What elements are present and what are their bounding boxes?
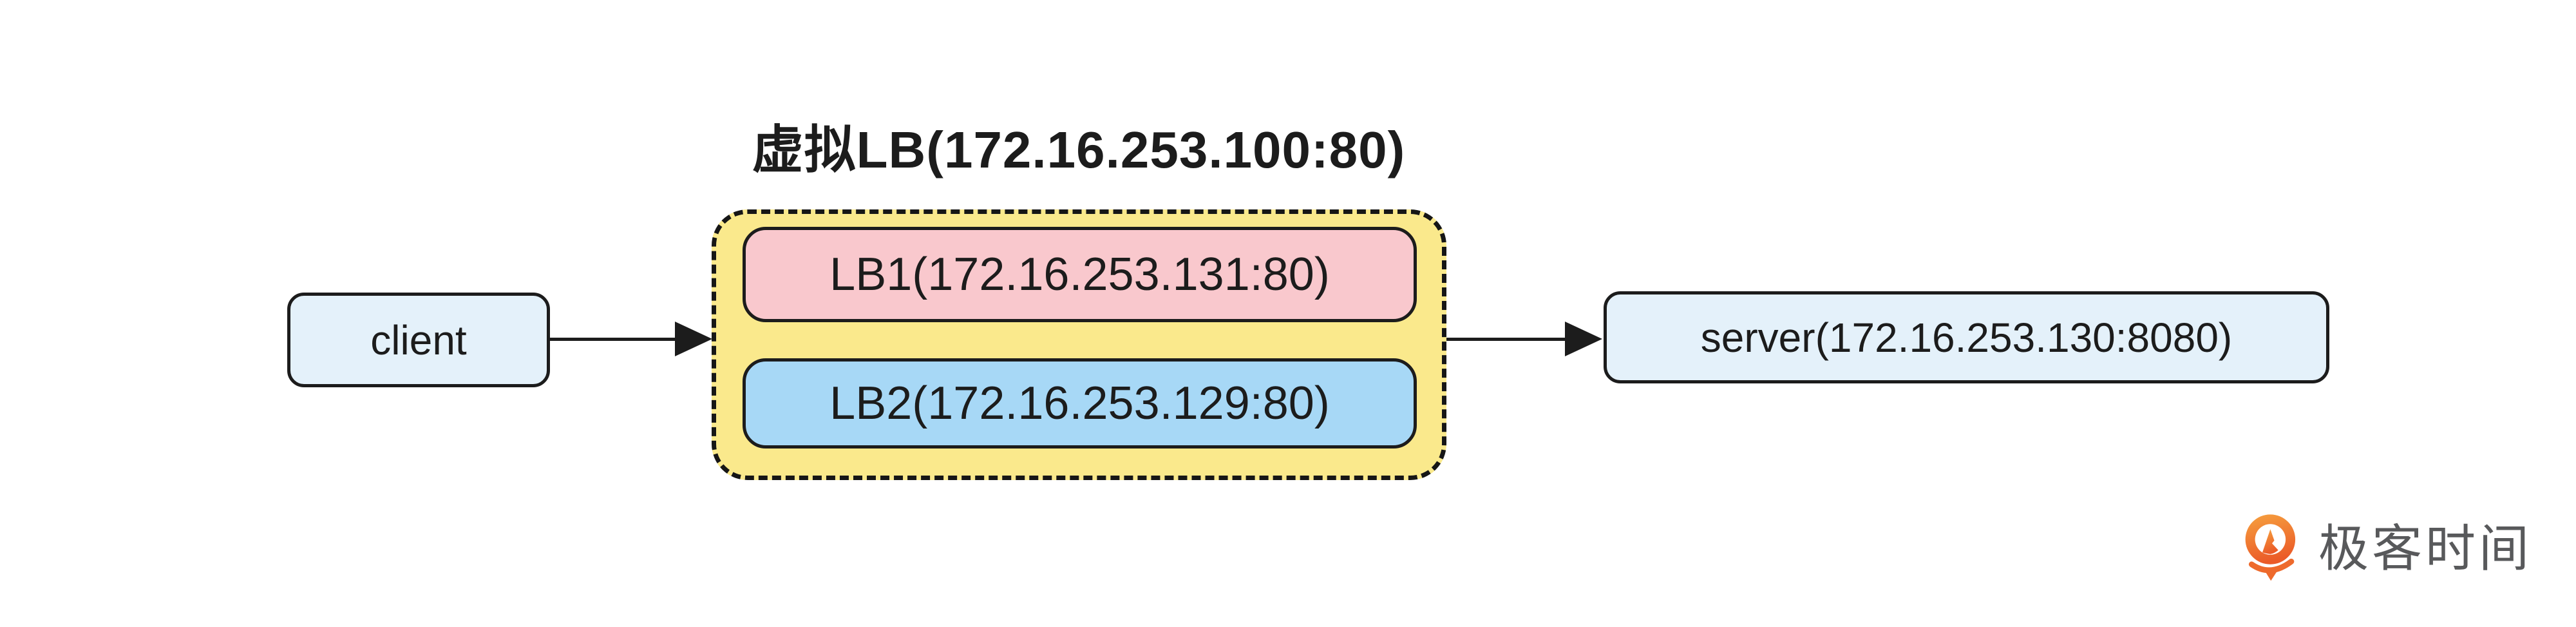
client-node: client: [287, 293, 550, 387]
client-label: client: [370, 316, 467, 363]
server-label: server(172.16.253.130:8080): [1700, 314, 2233, 361]
arrowhead-into-server-icon: [1565, 322, 1602, 356]
geektime-logo-text: 极客时间: [2318, 520, 2533, 577]
arrowhead-into-lb-icon: [675, 322, 712, 356]
lb2-node: LB2(172.16.253.129:80): [743, 358, 1417, 449]
edge-lb-to-server: [1446, 338, 1566, 341]
geektime-logo: 极客时间: [2244, 510, 2532, 590]
server-node: server(172.16.253.130:8080): [1604, 291, 2329, 383]
lb2-label: LB2(172.16.253.129:80): [829, 378, 1330, 429]
lb1-node: LB1(172.16.253.131:80): [743, 227, 1417, 322]
geektime-pin-icon: [2244, 514, 2300, 588]
lb1-label: LB1(172.16.253.131:80): [829, 249, 1330, 300]
edge-client-to-lb: [550, 338, 676, 341]
lb-group-title: 虚拟LB(172.16.253.100:80): [752, 121, 1406, 178]
